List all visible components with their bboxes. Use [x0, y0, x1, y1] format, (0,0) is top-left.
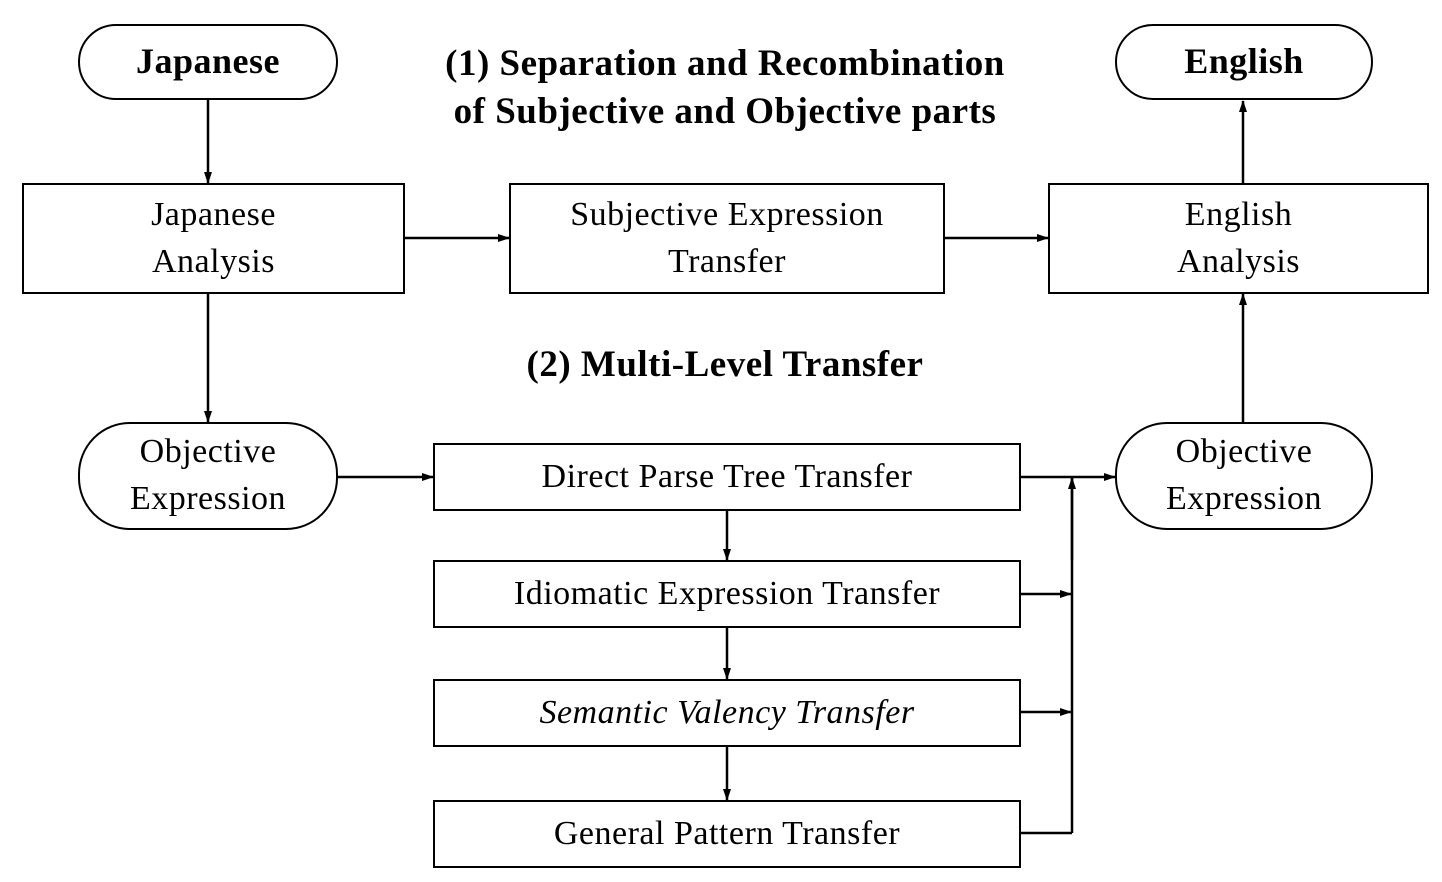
node-japanese: Japanese [78, 24, 338, 100]
node-idiomatic-expression-transfer-label: Idiomatic Expression Transfer [513, 574, 941, 612]
node-direct-parse-tree-transfer: Direct Parse Tree Transfer [433, 443, 1021, 511]
heading-separation-recombination: (1) Separation and Recombination of Subj… [445, 43, 1005, 133]
node-semantic-valency-transfer: Semantic Valency Transfer [433, 679, 1021, 747]
node-english-label: English [1184, 41, 1304, 82]
node-objective-expression-right: Objective Expression [1115, 422, 1373, 530]
node-subjective-expression-transfer-label: Subjective Expression Transfer [570, 195, 884, 280]
node-english: English [1115, 24, 1373, 100]
node-direct-parse-tree-transfer-label: Direct Parse Tree Transfer [541, 457, 913, 495]
node-objective-expression-right-label: Objective Expression [1165, 433, 1323, 517]
node-objective-expression-left-label: Objective Expression [129, 433, 287, 517]
node-general-pattern-transfer: General Pattern Transfer [433, 800, 1021, 868]
node-japanese-analysis: Japanese Analysis [22, 183, 405, 294]
node-japanese-analysis-label: Japanese Analysis [151, 195, 276, 280]
node-idiomatic-expression-transfer: Idiomatic Expression Transfer [433, 560, 1021, 628]
node-english-analysis: English Analysis [1048, 183, 1429, 294]
node-subjective-expression-transfer: Subjective Expression Transfer [509, 183, 945, 294]
node-japanese-label: Japanese [135, 41, 280, 82]
node-objective-expression-left: Objective Expression [78, 422, 338, 530]
node-semantic-valency-transfer-label: Semantic Valency Transfer [539, 693, 915, 731]
node-general-pattern-transfer-label: General Pattern Transfer [553, 814, 901, 852]
node-english-analysis-label: English Analysis [1177, 195, 1300, 280]
heading-multi-level-transfer: (2) Multi-Level Transfer [526, 344, 924, 385]
